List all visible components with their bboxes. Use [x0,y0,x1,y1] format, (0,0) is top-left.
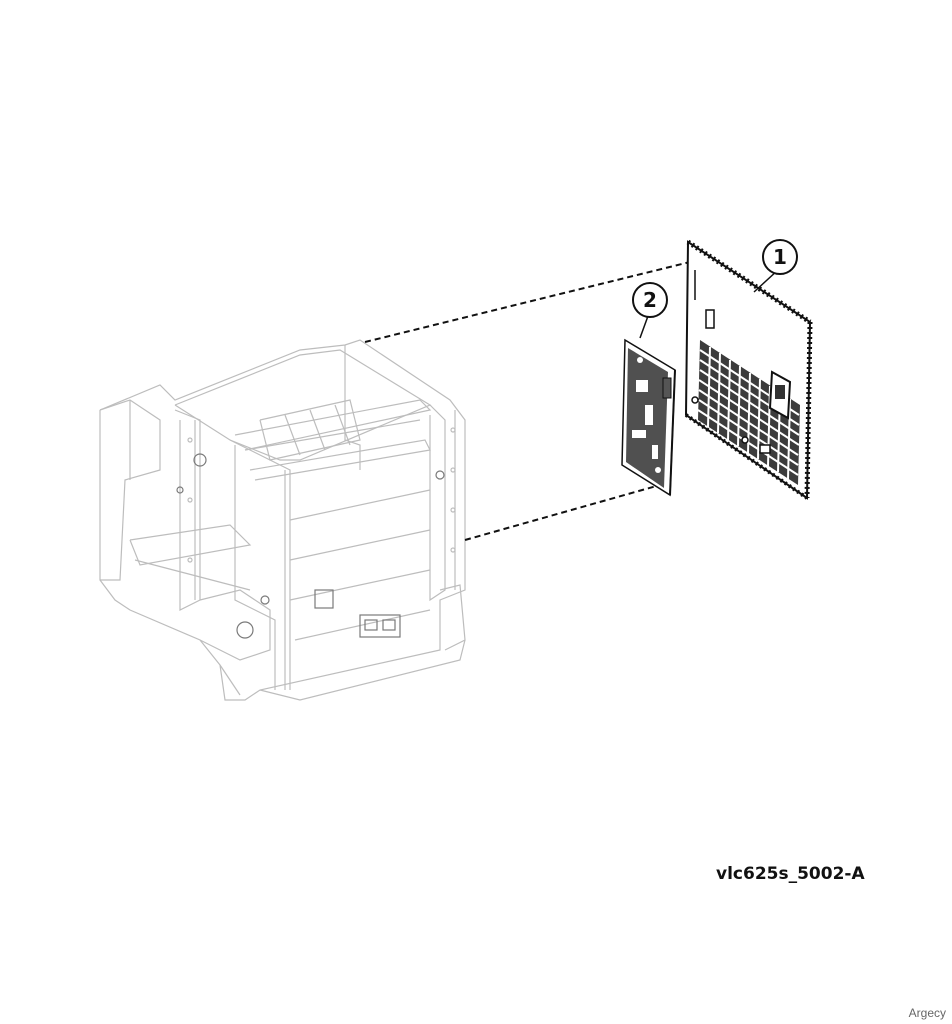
callout-2: 2 [632,282,668,339]
rear-cover-drawing [684,239,813,500]
figure-id: vlc625s_5002-A [716,864,865,884]
controller-board-drawing [621,338,676,497]
assembly-leader-lines [364,261,691,541]
callout-1: 1 [753,239,798,293]
watermark: Argecy [908,1006,946,1020]
callout-2-label: 2 [643,288,657,312]
callout-1-label: 1 [773,245,787,269]
printer-frame-drawing [99,339,466,701]
